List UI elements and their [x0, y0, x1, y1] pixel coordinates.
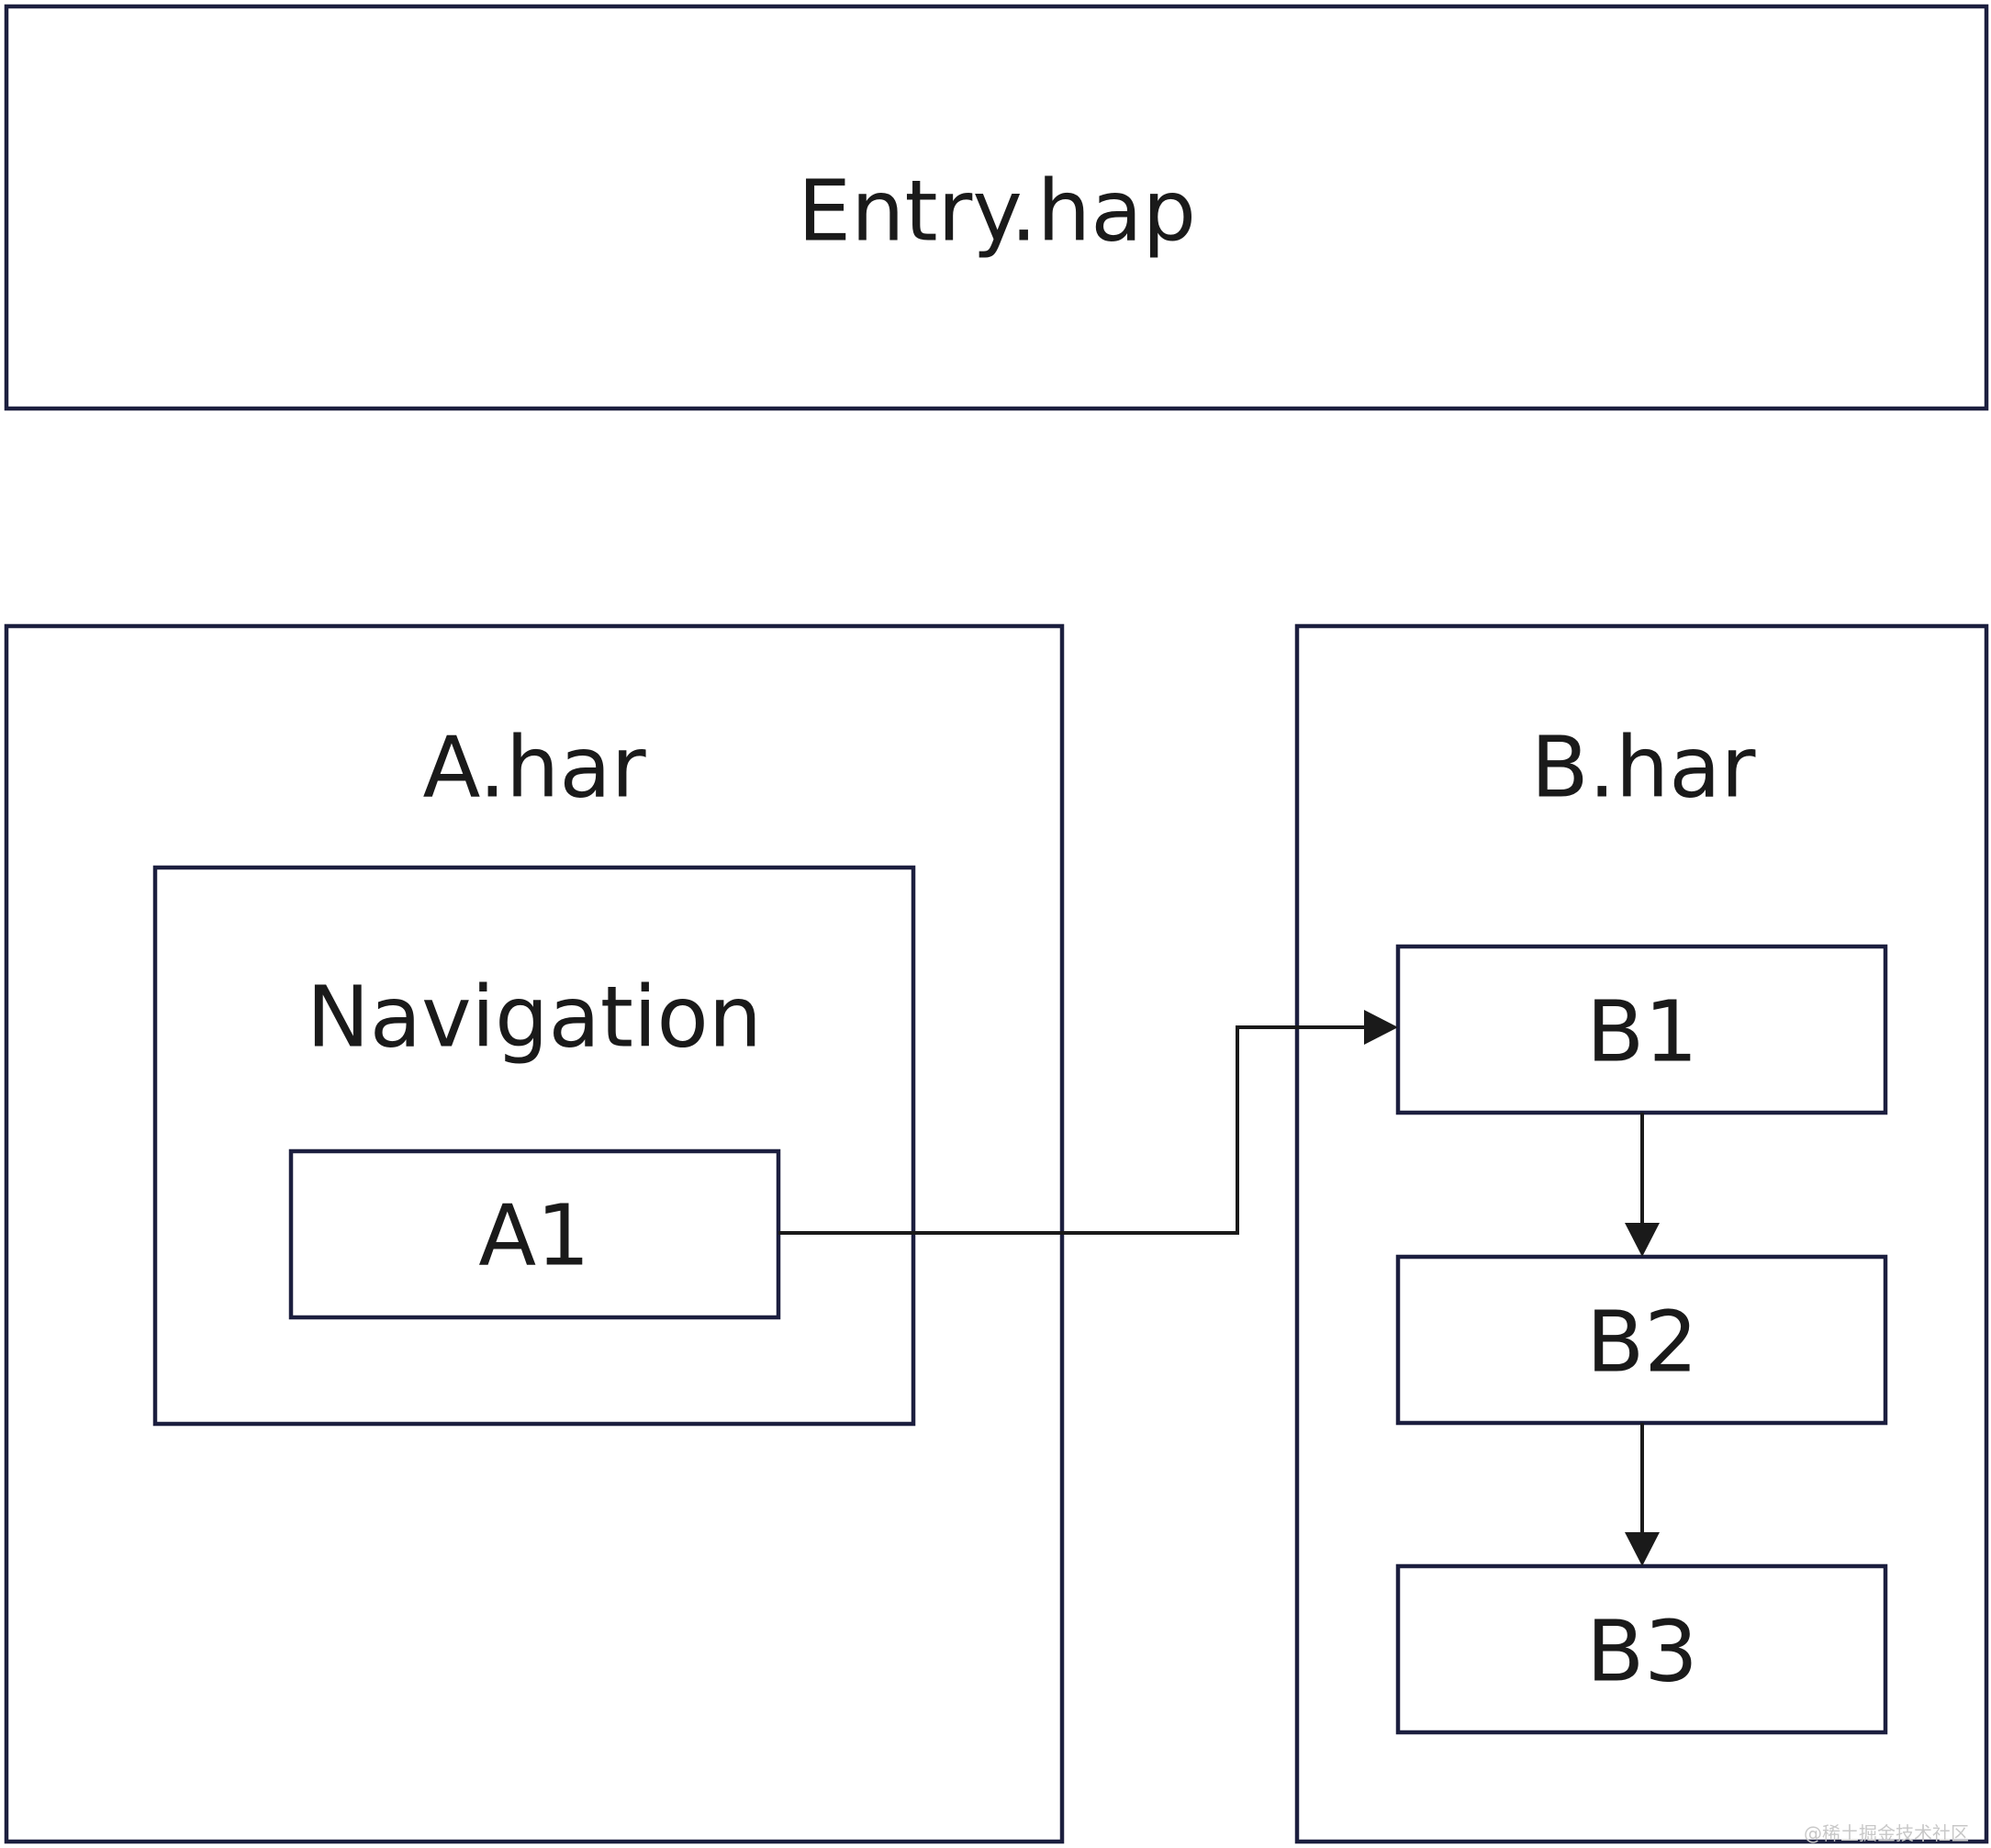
b1-label: B1	[1586, 983, 1698, 1081]
watermark-text: @稀土掘金技术社区	[1804, 1822, 1969, 1844]
b3-label: B3	[1586, 1603, 1698, 1701]
b3-box	[1395, 1563, 1888, 1735]
arrow-down-icon	[1625, 1532, 1660, 1566]
b2-label: B2	[1586, 1294, 1698, 1392]
entry-hap-box	[4, 4, 1989, 411]
entry-hap-label: Entry.hap	[798, 162, 1196, 261]
edge-a1-to-b1-line	[778, 1025, 1366, 1235]
arrow-right-icon	[1364, 1010, 1398, 1045]
edge-b2-to-b3	[1625, 1423, 1660, 1566]
edge-b1-to-b2	[1625, 1113, 1660, 1257]
navigation-label: Navigation	[307, 969, 762, 1067]
a1-label: A1	[478, 1187, 589, 1285]
b2-box	[1395, 1254, 1888, 1426]
a-har-label: A.har	[422, 719, 645, 817]
a1-box	[288, 1148, 781, 1320]
b-har-label: B.har	[1531, 719, 1756, 817]
arrow-down-icon	[1625, 1223, 1660, 1257]
edge-a1-to-b1	[778, 1010, 1398, 1235]
navigation-node: Navigation	[152, 865, 916, 1427]
b1-node: B1	[1395, 944, 1888, 1115]
a1-node: A1	[288, 1148, 781, 1320]
b2-node: B2	[1395, 1254, 1888, 1426]
b3-node: B3	[1395, 1563, 1888, 1735]
b1-box	[1395, 944, 1888, 1115]
entry-hap-node: Entry.hap	[4, 4, 1989, 411]
navigation-box	[152, 865, 916, 1427]
